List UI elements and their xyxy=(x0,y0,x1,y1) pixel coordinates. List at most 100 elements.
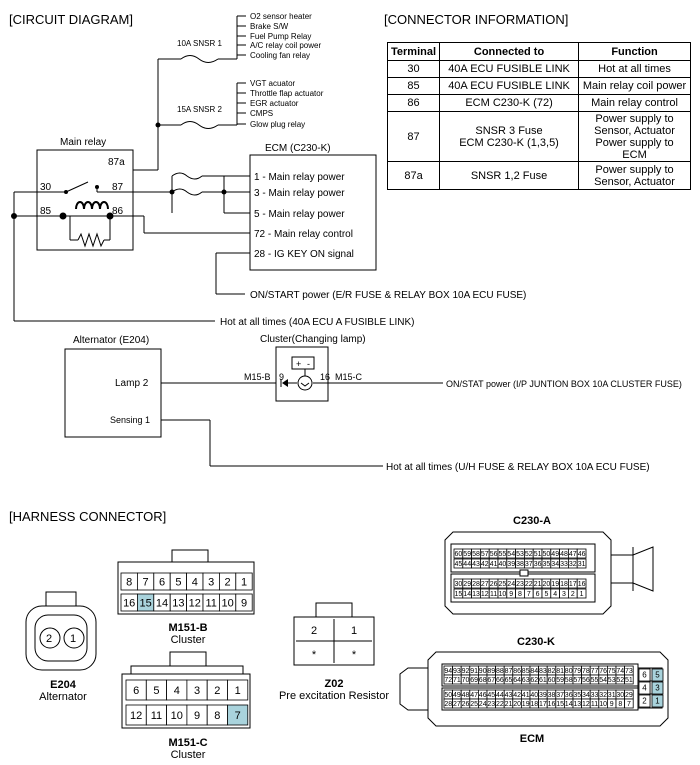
c230k-pin-label: 18 xyxy=(530,701,538,708)
snsr1-load: Fuel Pump Relay xyxy=(250,32,311,41)
c230k-pin-label: 43 xyxy=(505,692,513,699)
c230k-pin-label: 49 xyxy=(453,692,461,699)
c230a-pin-label: 46 xyxy=(578,551,586,558)
c230k-pin-label: 70 xyxy=(462,677,470,684)
c230k-pin-label: 30 xyxy=(616,692,624,699)
m151b-name: M151-B xyxy=(168,622,207,634)
c230a-pin-label: 26 xyxy=(490,581,498,588)
snsr1-load: Cooling fan relay xyxy=(250,51,310,60)
c230k-pin-label: 58 xyxy=(565,677,573,684)
c230a-pin-label: 32 xyxy=(569,561,577,568)
connected-cell: 40A ECU FUSIBLE LINK xyxy=(439,77,580,95)
terminal-cell: 86 xyxy=(386,94,441,112)
c230k-pin-label: 19 xyxy=(522,701,530,708)
c230k-pin-label: 78 xyxy=(582,668,590,675)
c230k-pin-label: 52 xyxy=(616,677,624,684)
cluster-pin-16: 16 xyxy=(320,372,330,382)
fuse-snsr2 xyxy=(180,121,219,129)
c230k-side-cell xyxy=(638,681,651,695)
main-relay-title: Main relay xyxy=(60,137,106,148)
c230a-pin-label: 2 xyxy=(571,591,575,598)
c230k-pin-label: 87 xyxy=(505,668,513,675)
m151c-pin-label: 3 xyxy=(194,685,200,697)
c230k-pin-label: 16 xyxy=(548,701,556,708)
c230k-pin-label: 36 xyxy=(565,692,573,699)
c230k-pin-label: 26 xyxy=(462,701,470,708)
c230k-pin-label: 40 xyxy=(530,692,538,699)
connector-info-title: [CONNECTOR INFORMATION] xyxy=(384,12,568,27)
m151b-pin-label: 6 xyxy=(159,577,165,589)
snsr1-load: A/C relay coil power xyxy=(250,41,321,50)
m151b-pin-label: 10 xyxy=(221,598,233,610)
c230a-pin-label: 30 xyxy=(455,581,463,588)
c230k-pin-label: 88 xyxy=(496,668,504,675)
c230k-pin-label: 22 xyxy=(496,701,504,708)
c230k-pin-label: 63 xyxy=(522,677,530,684)
m151c-cell xyxy=(227,679,249,701)
c230k-pin-label: 34 xyxy=(582,692,590,699)
c230k-pin-label: 8 xyxy=(618,701,622,708)
cluster-box xyxy=(275,346,329,402)
ecm-title: ECM (C230-K) xyxy=(265,143,331,154)
c230a-pin-label: 22 xyxy=(525,581,533,588)
terminal-cell: 30 xyxy=(386,60,441,78)
c230k-pin-label: 38 xyxy=(548,692,556,699)
c230k-pin-label: 24 xyxy=(479,701,487,708)
c230k-pin-label: 11 xyxy=(591,701,598,708)
relay-pin-30: 30 xyxy=(40,182,52,193)
c230k-pin-label: 66 xyxy=(496,677,504,684)
snsr2-load: CMPS xyxy=(250,109,273,118)
table-header: Terminal xyxy=(386,42,441,61)
c230a-pin-label: 4 xyxy=(553,591,557,598)
c230a-pin-label: 28 xyxy=(472,581,480,588)
c230k-pin-label: 90 xyxy=(479,668,487,675)
m151c-pin-label: 4 xyxy=(174,685,180,697)
function-cell: Main relay coil power xyxy=(578,77,692,95)
c230k-pin-label: 69 xyxy=(470,677,478,684)
c230a-pin-label: 31 xyxy=(578,561,586,568)
c230k-pin-label: 21 xyxy=(505,701,513,708)
c230a-name: C230-A xyxy=(513,515,551,527)
c230a-pin-label: 37 xyxy=(525,561,533,568)
c230a-pin-label: 34 xyxy=(551,561,559,568)
ecm-pin: 5 - Main relay power xyxy=(254,209,345,220)
alternator-sensing: Sensing 1 xyxy=(110,415,150,425)
alternator-lamp: Lamp 2 xyxy=(115,378,149,389)
c230a-pin-label: 35 xyxy=(543,561,551,568)
c230a-pin-label: 47 xyxy=(569,551,577,558)
terminal-cell: 87 xyxy=(386,111,441,162)
harness-connector-title: [HARNESS CONNECTOR] xyxy=(9,509,166,524)
c230a-cell xyxy=(576,548,587,559)
c230a-pin-label: 33 xyxy=(560,561,568,568)
c230k-pin-label: 86 xyxy=(513,668,521,675)
note-hot-40a: Hot at all times (40A ECU A FUSIBLE LINK… xyxy=(220,317,415,328)
c230k-pin-label: 12 xyxy=(582,701,590,708)
c230a-pin-label: 25 xyxy=(499,581,507,588)
c230k-side-cell xyxy=(651,668,664,682)
c230k-pin-label: 57 xyxy=(573,677,581,684)
c230a-pin-label: 54 xyxy=(507,551,515,558)
c230a-pin-label: 51 xyxy=(534,551,542,558)
c230k-pin-label: 28 xyxy=(444,701,452,708)
ecm-pin: 28 - IG KEY ON signal xyxy=(254,249,354,260)
snsr2-load: Glow plug relay xyxy=(250,120,305,129)
c230k-pin-label: 14 xyxy=(565,701,573,708)
m151c-pin-label: 6 xyxy=(133,685,139,697)
m151b-cell xyxy=(235,572,253,591)
c230k-pin-label: 83 xyxy=(539,668,547,675)
c230k-pin-label: 72 xyxy=(444,677,452,684)
c230a-pin-label: 49 xyxy=(551,551,559,558)
fuse-snsr2-label: 15A SNSR 2 xyxy=(177,105,222,114)
battery-minus: - xyxy=(307,359,310,369)
c230k-pin-label: 92 xyxy=(462,668,470,675)
m151b-pin-label: 16 xyxy=(123,598,135,610)
connector-m151b xyxy=(117,549,255,615)
c230a-pin-label: 38 xyxy=(516,561,524,568)
m151c-pin-label: 7 xyxy=(235,710,241,722)
snsr2-load: VGT acuator xyxy=(250,79,296,88)
